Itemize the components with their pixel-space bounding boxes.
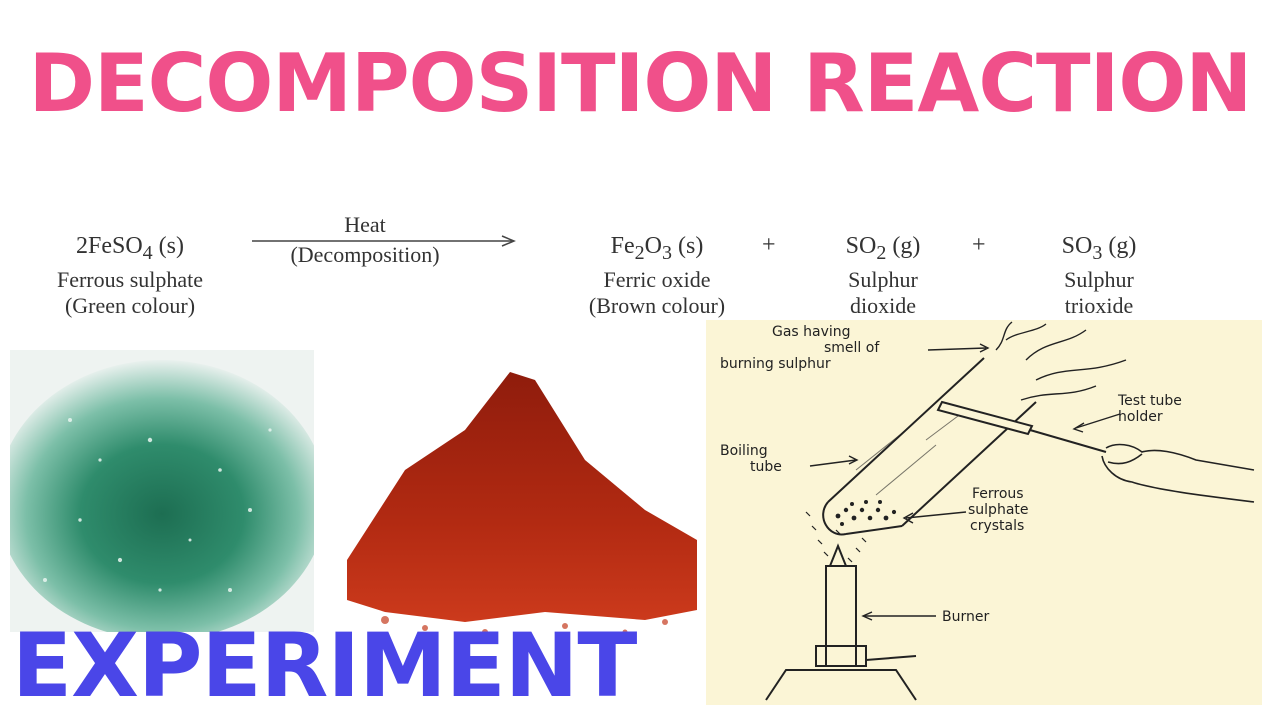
label-tube-line1: Boiling xyxy=(720,443,768,459)
plus-sign-1: + xyxy=(762,232,776,258)
label-crystals-line3: crystals xyxy=(970,518,1024,534)
arrow-bottom-label: (Decomposition) xyxy=(290,242,440,267)
product-formula: SO2 (g) xyxy=(845,233,921,264)
product-name: Sulphur xyxy=(848,266,918,292)
product-formula: SO3 (g) xyxy=(1061,233,1137,264)
experiment-label: EXPERIMENT xyxy=(12,614,637,717)
product-name: Ferric oxide xyxy=(603,266,711,292)
label-tube-line2: tube xyxy=(750,459,782,475)
label-holder-line2: holder xyxy=(1118,409,1163,425)
arrow-top-label: Heat xyxy=(344,212,386,237)
reaction-arrow: Heat (Decomposition) xyxy=(250,212,520,268)
ferrous-sulphate-photo xyxy=(0,350,327,640)
label-burner: Burner xyxy=(942,609,989,625)
label-gas-line3: burning sulphur xyxy=(720,356,831,372)
product-formula: Fe2O3 (s) xyxy=(610,233,704,264)
reactant-name: Ferrous sulphate xyxy=(56,266,204,292)
ferric-oxide-photo xyxy=(345,350,701,655)
reactant-formula: 2FeSO4 (s) xyxy=(75,233,184,264)
product-note: trioxide xyxy=(1064,292,1134,318)
experiment-diagram: Gas having smell of burning sulphur Test… xyxy=(706,320,1262,705)
reactant-ferrous-sulphate: 2FeSO4 (s) Ferrous sulphate (Green colou… xyxy=(24,232,236,319)
product-note: (Brown colour) xyxy=(588,292,726,318)
product-sulphur-dioxide: SO2 (g) Sulphur dioxide xyxy=(818,232,948,319)
label-crystals-line1: Ferrous xyxy=(972,486,1024,502)
label-gas-line2: smell of xyxy=(824,340,880,356)
label-gas-line1: Gas having xyxy=(772,324,851,340)
reactant-note: (Green colour) xyxy=(64,292,196,318)
product-ferric-oxide: Fe2O3 (s) Ferric oxide (Brown colour) xyxy=(553,232,761,319)
arrow-icon xyxy=(252,235,516,247)
label-holder-line1: Test tube xyxy=(1117,393,1182,409)
product-sulphur-trioxide: SO3 (g) Sulphur trioxide xyxy=(1034,232,1164,319)
product-note: dioxide xyxy=(850,292,916,318)
label-crystals-line2: sulphate xyxy=(968,502,1029,518)
page-title: DECOMPOSITION REACTION xyxy=(28,37,1253,130)
plus-sign-2: + xyxy=(972,232,986,258)
product-name: Sulphur xyxy=(1064,266,1134,292)
